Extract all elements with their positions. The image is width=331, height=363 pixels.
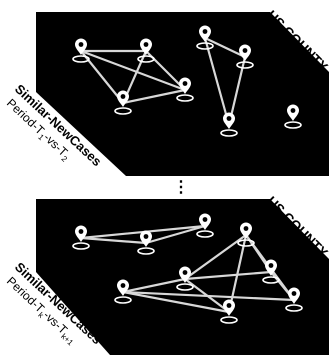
connection-edge [121, 290, 231, 314]
location-pin-icon [285, 287, 303, 312]
connection-edge [79, 236, 148, 245]
location-pin-icon [220, 112, 238, 137]
pins-top [72, 25, 302, 137]
location-pin-icon [284, 104, 302, 129]
location-pin-icon [137, 38, 155, 63]
connection-edge [203, 36, 231, 127]
panel-top: US COUNTY Similar-NewCases Period-T1-vs-… [4, 8, 331, 176]
location-pin-icon [72, 225, 90, 250]
connection-edge [144, 224, 207, 245]
location-pin-icon [137, 230, 155, 255]
connection-edge [183, 233, 248, 281]
location-pin-icon [262, 259, 280, 284]
connection-edge [183, 270, 273, 281]
location-pin-icon [114, 90, 132, 115]
connection-edge [121, 88, 187, 105]
location-pin-icon [114, 279, 132, 304]
location-pin-icon [72, 38, 90, 63]
pins-bottom [72, 213, 303, 324]
location-pin-icon [196, 25, 214, 50]
location-pin-icon [220, 299, 238, 324]
location-pin-icon [236, 44, 254, 69]
panel-bottom: US COUNTY Similar-NewCases Period-Tk-vs-… [4, 194, 331, 355]
location-pin-icon [176, 266, 194, 291]
connection-edge [79, 49, 187, 92]
connection-edge [203, 36, 247, 59]
connection-edge [121, 277, 187, 294]
location-pin-icon [237, 222, 255, 247]
connection-edge [227, 233, 248, 314]
location-pin-icon [196, 213, 214, 238]
location-pin-icon [176, 77, 194, 102]
connection-edge [183, 277, 231, 314]
vertical-ellipsis: ⋮ [173, 179, 189, 196]
map-shape-top [36, 12, 329, 176]
